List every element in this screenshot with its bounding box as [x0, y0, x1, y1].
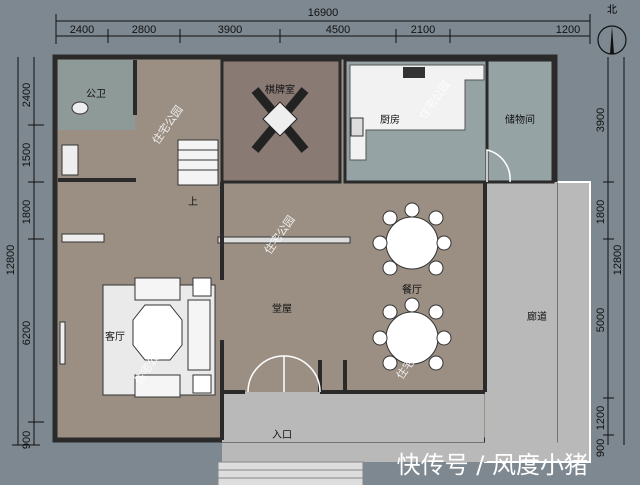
cabinet-icon — [61, 233, 105, 243]
mahjong-table-icon — [251, 87, 309, 153]
stairs — [177, 139, 219, 186]
dim-top-2: 2800 — [132, 24, 156, 36]
compass-label: 北 — [607, 4, 617, 16]
dim-right-5: 900 — [595, 439, 607, 457]
dim-left-5: 900 — [21, 431, 33, 449]
porch — [222, 392, 484, 442]
dim-left-4: 6200 — [21, 321, 33, 345]
tv-icon — [59, 321, 66, 365]
dim-top-total: 16900 — [308, 7, 339, 19]
dim-right-total: 12800 — [612, 245, 624, 276]
dim-left-3: 1800 — [21, 200, 33, 224]
label-storage: 储物间 — [505, 113, 535, 126]
dim-left-2: 1500 — [21, 143, 33, 167]
dim-right-1: 3900 — [595, 108, 607, 132]
dim-left-1: 2400 — [21, 83, 33, 107]
label-bathroom: 公卫 — [86, 89, 106, 100]
dim-top-4: 4500 — [326, 24, 350, 36]
entrance-door — [247, 355, 285, 393]
dim-right-3: 5000 — [595, 308, 607, 332]
label-entrance: 入口 — [272, 430, 292, 441]
side-table-icon — [192, 374, 212, 394]
label-hall: 堂屋 — [272, 303, 292, 315]
side-table-icon — [192, 277, 212, 297]
bathroom-room — [58, 60, 135, 130]
sink-icon — [350, 117, 364, 137]
entrance-steps — [217, 461, 364, 485]
left-dimensions — [12, 57, 44, 446]
sofa-bottom — [134, 374, 181, 398]
dining-table-upper — [372, 202, 452, 276]
storage-room — [485, 58, 555, 184]
dim-right-4: 1200 — [595, 406, 607, 430]
north-compass-icon: 北 — [597, 4, 627, 55]
kitchen-counter — [349, 64, 485, 161]
dim-left-total: 12800 — [5, 245, 17, 276]
top-dimensions — [55, 14, 591, 44]
label-kitchen: 厨房 — [380, 113, 400, 126]
stairs-up-label: 上 — [188, 196, 198, 208]
sofa-right — [187, 299, 211, 371]
dim-top-3: 3900 — [218, 24, 242, 36]
dim-top-6: 1200 — [556, 24, 580, 36]
right-dimensions — [603, 57, 625, 445]
dining-table-lower — [372, 297, 452, 371]
label-corridor: 廊道 — [527, 310, 547, 323]
stove-icon — [403, 67, 425, 78]
toilet-icon — [71, 101, 89, 115]
sofa-top — [134, 277, 181, 301]
label-mahjong: 棋牌室 — [265, 83, 295, 96]
corridor-inner — [485, 182, 557, 444]
washbasin-icon — [61, 144, 79, 176]
dim-top-5: 2100 — [411, 24, 435, 36]
coffee-table-icon — [132, 304, 183, 361]
label-dining: 餐厅 — [402, 283, 422, 296]
dim-top-1: 2400 — [70, 24, 94, 36]
storage-door — [486, 149, 511, 183]
dim-right-2: 1800 — [595, 200, 607, 224]
footer-credit: 快传号 / 风度小猪 — [397, 451, 588, 479]
label-living: 客厅 — [105, 330, 125, 343]
